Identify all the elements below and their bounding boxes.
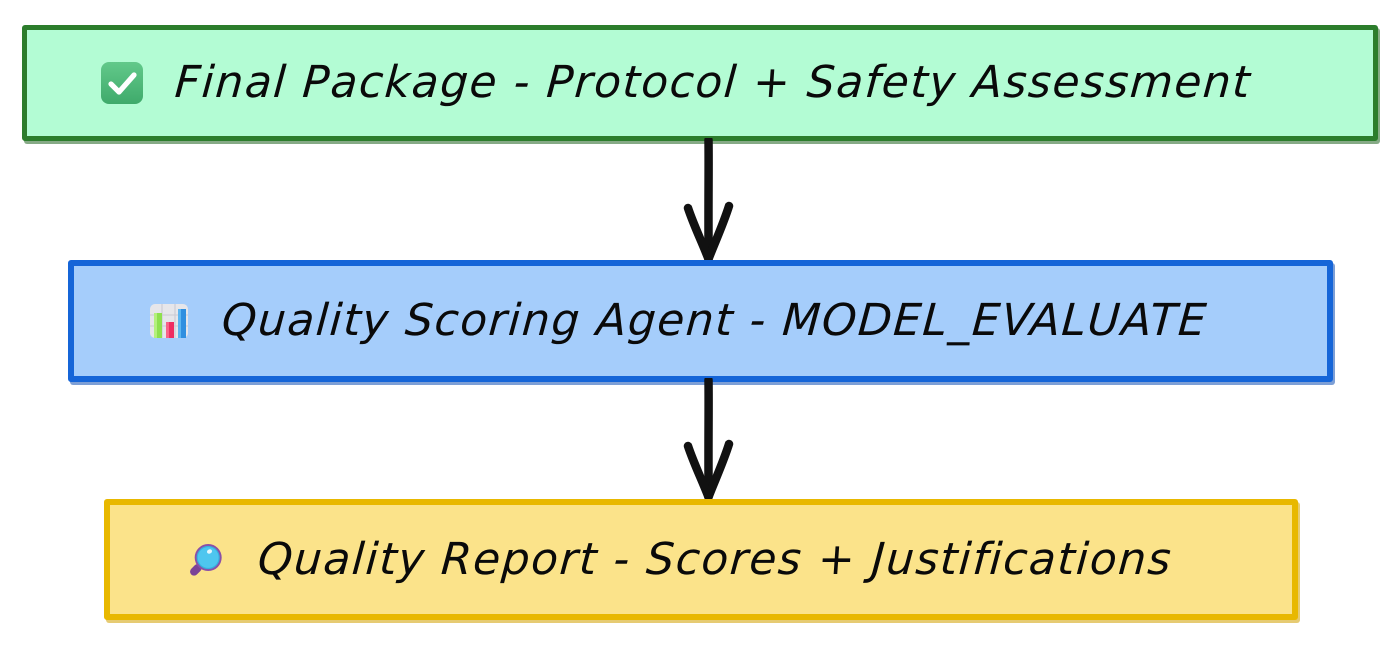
node-quality-scoring-agent-content: Quality Scoring Agent - MODEL_EVALUATE (74, 295, 1210, 346)
node-final-package-content: Final Package - Protocol + Safety Assess… (27, 57, 1253, 108)
node-final-package[interactable]: Final Package - Protocol + Safety Assess… (22, 25, 1378, 141)
node-quality-report[interactable]: Quality Report - Scores + Justifications (104, 499, 1298, 620)
node-quality-report-label: Quality Report - Scores + Justifications (256, 533, 1175, 585)
node-quality-report-content: Quality Report - Scores + Justifications (110, 533, 1175, 585)
magnifying-glass-icon (182, 537, 228, 583)
bar-chart-icon (146, 298, 192, 344)
edge-1-arrow (648, 138, 768, 264)
node-quality-scoring-agent-label: Quality Scoring Agent - MODEL_EVALUATE (220, 295, 1210, 346)
white-heavy-check-mark-icon (99, 60, 145, 106)
node-quality-scoring-agent[interactable]: Quality Scoring Agent - MODEL_EVALUATE (68, 260, 1333, 382)
node-final-package-label: Final Package - Protocol + Safety Assess… (173, 57, 1253, 108)
edge-2-arrow (648, 378, 768, 502)
